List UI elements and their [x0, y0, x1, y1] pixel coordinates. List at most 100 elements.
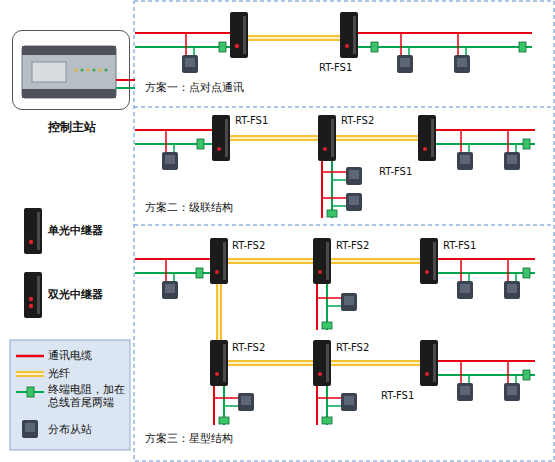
- legend-cable-sample: [16, 355, 44, 358]
- repeater-rail: [225, 119, 228, 157]
- slave-face: [344, 396, 354, 405]
- terminal-resistor: [219, 42, 226, 52]
- fiber-core: [228, 260, 313, 262]
- bus-wire: [321, 161, 323, 218]
- repeater-model: RT-FS1: [378, 166, 413, 178]
- bus-wire: [165, 130, 167, 152]
- terminal-resistor: [519, 42, 526, 52]
- bus-wire: [317, 397, 341, 399]
- bus-wire: [224, 405, 238, 407]
- bus-wire: [327, 305, 341, 307]
- slave-face: [185, 58, 195, 67]
- bus-wire: [515, 273, 517, 281]
- repeater-led: [425, 372, 429, 376]
- repeater-rail: [37, 212, 40, 250]
- scheme-label: 方案三：星型结构: [143, 433, 235, 446]
- bus-wire: [327, 405, 341, 407]
- fiber-connector: [331, 360, 420, 366]
- repeater-icon: [24, 208, 42, 254]
- slave-device: [457, 281, 473, 299]
- repeater-device: RT-FS2: [318, 115, 336, 161]
- repeater-rail: [331, 119, 334, 157]
- terminal-resistor: [523, 139, 530, 149]
- terminal-resistor: [523, 370, 530, 380]
- repeater-model: RT-FS1: [318, 62, 353, 74]
- repeater-led: [423, 147, 427, 151]
- fiber-core: [218, 284, 220, 340]
- repeater-rail: [433, 344, 436, 382]
- repeater-rail: [243, 16, 246, 54]
- station-label: 控制主站: [13, 121, 131, 135]
- plc-led: [81, 69, 84, 72]
- repeater-rail: [37, 276, 40, 314]
- station-cable: [116, 87, 135, 89]
- slave-device: [457, 383, 473, 401]
- bus-wire: [507, 130, 509, 152]
- slave-device: [457, 152, 473, 170]
- terminal-resistor: [197, 139, 204, 149]
- slave-device: [397, 55, 413, 73]
- repeater-model: RT-FS1: [234, 115, 269, 127]
- terminal-resistor: [523, 268, 530, 278]
- bus-wire: [515, 375, 517, 383]
- bus-wire: [135, 258, 210, 260]
- fiber-core: [331, 260, 420, 262]
- repeater-model: RT-FS2: [231, 240, 266, 252]
- bus-wire: [358, 32, 532, 34]
- bus-wire: [173, 144, 175, 152]
- repeater-body: [24, 208, 42, 254]
- repeater-device: RT-FS2: [210, 340, 228, 386]
- slave-face: [507, 155, 517, 164]
- bus-wire: [214, 397, 238, 399]
- bus-wire: [135, 129, 212, 131]
- slave-face: [400, 58, 410, 67]
- fiber-connector: [228, 258, 313, 264]
- repeater-device: RT-FS1: [340, 12, 358, 58]
- slave-body: [397, 55, 413, 73]
- slave-face: [349, 196, 359, 205]
- repeater-led: [29, 240, 33, 244]
- bus-wire: [465, 47, 467, 55]
- fiber-connector: [230, 135, 318, 141]
- bus-wire: [460, 259, 462, 281]
- slave-body: [341, 293, 357, 311]
- repeater-icon: [24, 272, 42, 318]
- legend-text: 分布从站: [48, 423, 92, 436]
- legend-text: 双光中继器: [48, 288, 103, 301]
- fiber-core: [336, 137, 418, 139]
- bus-wire: [213, 386, 215, 425]
- fiber-connector: [228, 360, 313, 366]
- repeater-led: [235, 44, 239, 48]
- fiber-core: [331, 362, 420, 364]
- bus-wire: [165, 259, 167, 281]
- slave-body: [457, 281, 473, 299]
- bus-wire: [408, 47, 410, 55]
- station-cable: [116, 79, 135, 81]
- repeater-model: RT-FS2: [340, 115, 375, 127]
- slave-face: [344, 296, 354, 305]
- plc-illustration: [22, 46, 116, 98]
- slave-device: [504, 383, 520, 401]
- plc-led: [75, 69, 78, 72]
- slave-face: [460, 386, 470, 395]
- bus-wire: [317, 297, 341, 299]
- repeater-device: RT-FS1: [212, 115, 230, 161]
- bus-wire: [135, 32, 230, 34]
- slave-device: [22, 420, 38, 438]
- repeater-device: RT-FS1: [420, 340, 438, 386]
- bus-wire: [316, 386, 318, 425]
- slave-face: [165, 155, 175, 164]
- repeater-device: RT-FS1: [420, 238, 438, 284]
- terminal-resistor: [27, 387, 34, 397]
- slave-device: [504, 281, 520, 299]
- bus-wire: [515, 144, 517, 152]
- slave-device: [346, 193, 362, 211]
- slave-face: [460, 155, 470, 164]
- bus-wire: [507, 361, 509, 383]
- fiber-connector: [331, 258, 420, 264]
- bus-wire: [460, 130, 462, 152]
- bus-wire: [331, 161, 333, 218]
- slave-face: [457, 58, 467, 67]
- bus-wire: [436, 129, 535, 131]
- scheme-frame: [134, 1, 554, 461]
